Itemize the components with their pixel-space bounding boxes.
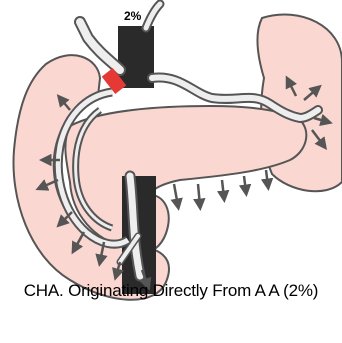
figure-caption: CHA. Originating Directly From A A (2%) [0, 281, 342, 301]
percent-label: 2% [124, 9, 142, 23]
